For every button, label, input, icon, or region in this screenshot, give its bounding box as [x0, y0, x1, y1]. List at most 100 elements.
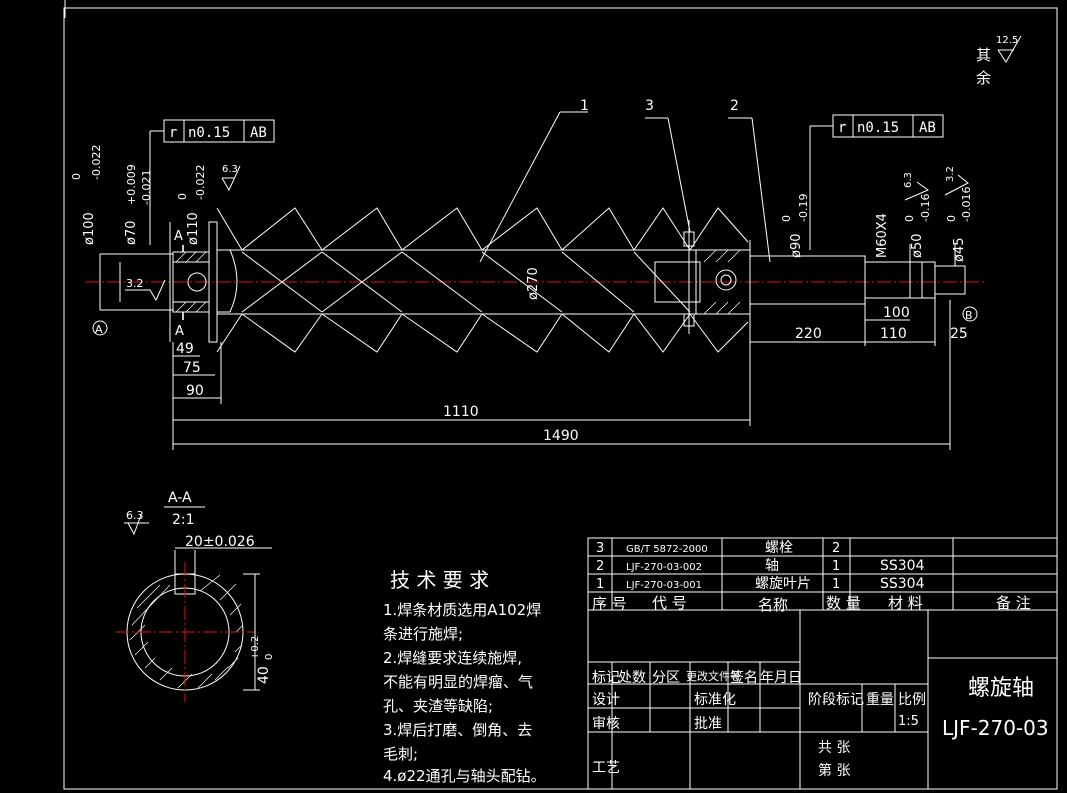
svg-text:AB: AB — [250, 125, 267, 141]
svg-text:+0.2: +0.2 — [250, 636, 261, 660]
svg-text:6.3: 6.3 — [222, 164, 238, 175]
rough-general-value: 12.5 — [996, 35, 1018, 46]
svg-text:-0.022: -0.022 — [90, 145, 103, 180]
drawing-frame — [63, 7, 1058, 790]
svg-text:4.ø22通孔与轴头配钻。: 4.ø22通孔与轴头配钻。 — [383, 767, 546, 785]
rough-general-label: 其 — [976, 46, 991, 64]
section-markers: A A A B — [92, 229, 978, 339]
general-roughness: 12.5 其 余 — [976, 35, 1022, 87]
svg-text:0: 0 — [70, 173, 83, 180]
length-dims: 49 75 90 1110 1490 220 100 110 25 — [172, 298, 968, 450]
svg-text:不能有明显的焊瘤、气: 不能有明显的焊瘤、气 — [383, 673, 533, 691]
right-shaft — [749, 255, 966, 305]
svg-text:n0.15: n0.15 — [857, 120, 899, 136]
part-2-label: 2 — [730, 98, 739, 114]
svg-text:第 张: 第 张 — [818, 762, 850, 779]
svg-text:220: 220 — [795, 326, 822, 342]
svg-text:工艺: 工艺 — [592, 760, 620, 776]
svg-text:r: r — [169, 125, 177, 141]
svg-text:批准: 批准 — [694, 716, 722, 732]
spiral-tube — [216, 207, 751, 353]
svg-text:3.2: 3.2 — [126, 277, 144, 290]
right-connection — [654, 220, 751, 334]
svg-text:2: 2 — [596, 559, 604, 574]
part-leaders: 1 3 2 — [479, 98, 771, 263]
bom-table: 3 GB/T 5872-2000 螺栓 2 2 LJF-270-03-002 轴… — [587, 537, 1058, 614]
svg-text:标准化: 标准化 — [694, 692, 736, 708]
bom-row: 1 LJF-270-03-001 螺旋叶片 1 SS304 — [596, 576, 925, 592]
svg-text:设计: 设计 — [592, 692, 620, 708]
svg-text:40: 40 — [256, 666, 272, 684]
svg-text:A: A — [175, 324, 184, 339]
svg-text:GB/T 5872-2000: GB/T 5872-2000 — [626, 544, 708, 555]
svg-text:0: 0 — [176, 193, 189, 200]
svg-text:ø45: ø45 — [952, 238, 967, 263]
svg-text:6.3: 6.3 — [903, 172, 914, 188]
svg-text:螺栓: 螺栓 — [765, 540, 793, 556]
section-title: A-A — [168, 490, 192, 506]
tech-title: 技 术 要 求 — [390, 568, 489, 592]
svg-text:阶段标记: 阶段标记 — [808, 692, 864, 708]
tolerance-frame-left: r n0.15 AB — [149, 119, 275, 245]
drawing-number: LJF-270-03 — [942, 716, 1049, 740]
svg-text:年月日: 年月日 — [760, 670, 802, 686]
svg-text:1: 1 — [596, 577, 604, 592]
svg-text:1110: 1110 — [443, 404, 479, 420]
svg-text:处数: 处数 — [618, 670, 646, 686]
svg-text:-0.022: -0.022 — [194, 165, 207, 200]
svg-text:ø70: ø70 — [124, 221, 139, 246]
svg-text:-0.021: -0.021 — [140, 170, 153, 205]
svg-text:备 注: 备 注 — [996, 594, 1031, 612]
svg-text:25: 25 — [950, 326, 968, 342]
svg-text:+0.009: +0.009 — [125, 164, 138, 205]
svg-text:ø90: ø90 — [789, 234, 804, 259]
section-scale: 2:1 — [172, 512, 195, 528]
svg-text:螺旋叶片: 螺旋叶片 — [755, 576, 811, 592]
svg-text:SS304: SS304 — [880, 576, 925, 592]
part-1-label: 1 — [580, 98, 589, 114]
svg-text:标记: 标记 — [592, 670, 620, 686]
svg-text:轴: 轴 — [765, 558, 779, 574]
svg-text:-0.016: -0.016 — [960, 187, 973, 222]
svg-text:1490: 1490 — [543, 428, 579, 444]
svg-text:1.焊条材质选用A102焊: 1.焊条材质选用A102焊 — [383, 601, 541, 619]
section-a-a: A-A 2:1 6.3 20±0.026 40 +0.2 0 — [115, 490, 275, 702]
svg-text:LJF-270-03-002: LJF-270-03-002 — [626, 562, 702, 573]
svg-text:审核: 审核 — [592, 716, 620, 732]
svg-text:M60X4: M60X4 — [875, 213, 890, 258]
svg-text:ø100: ø100 — [82, 212, 97, 245]
svg-text:孔、夹渣等缺陷;: 孔、夹渣等缺陷; — [383, 697, 493, 715]
svg-text:1: 1 — [832, 577, 840, 592]
svg-text:1:5: 1:5 — [898, 714, 919, 729]
svg-text:49: 49 — [176, 341, 194, 357]
svg-text:0: 0 — [945, 215, 958, 222]
svg-text:n0.15: n0.15 — [188, 125, 230, 141]
rough-symbol — [997, 35, 1022, 63]
svg-text:更改文件号: 更改文件号 — [686, 669, 741, 683]
svg-text:条进行施焊;: 条进行施焊; — [383, 625, 463, 643]
svg-text:名称: 名称 — [758, 596, 788, 614]
svg-text:AB: AB — [919, 120, 936, 136]
svg-text:代 号: 代 号 — [652, 594, 687, 612]
svg-text:100: 100 — [883, 305, 910, 321]
svg-text:2: 2 — [832, 541, 840, 556]
drawing-name: 螺旋轴 — [968, 676, 1034, 701]
svg-text:3: 3 — [596, 541, 604, 556]
svg-text:ø50: ø50 — [910, 234, 925, 259]
svg-text:SS304: SS304 — [880, 558, 925, 574]
svg-text:签名: 签名 — [730, 669, 758, 686]
part-3-label: 3 — [645, 98, 654, 114]
bom-row: 3 GB/T 5872-2000 螺栓 2 — [596, 540, 840, 556]
svg-text:20±0.026: 20±0.026 — [185, 534, 255, 550]
svg-text:共 张: 共 张 — [818, 740, 850, 756]
svg-text:2.焊缝要求连续施焊,: 2.焊缝要求连续施焊, — [383, 649, 522, 667]
svg-text:110: 110 — [880, 326, 907, 342]
svg-text:比例: 比例 — [898, 692, 926, 708]
svg-text:B: B — [965, 309, 973, 322]
svg-text:材 料: 材 料 — [888, 594, 923, 612]
svg-text:毛刺;: 毛刺; — [383, 745, 418, 763]
bom-header-no: 序 号 — [592, 595, 627, 613]
d270-label: ø270 — [526, 267, 541, 300]
right-diameter-dims: ø90 0 -0.19 M60X4 ø50 0 -0.16 ø45 0 -0.0… — [780, 187, 973, 266]
